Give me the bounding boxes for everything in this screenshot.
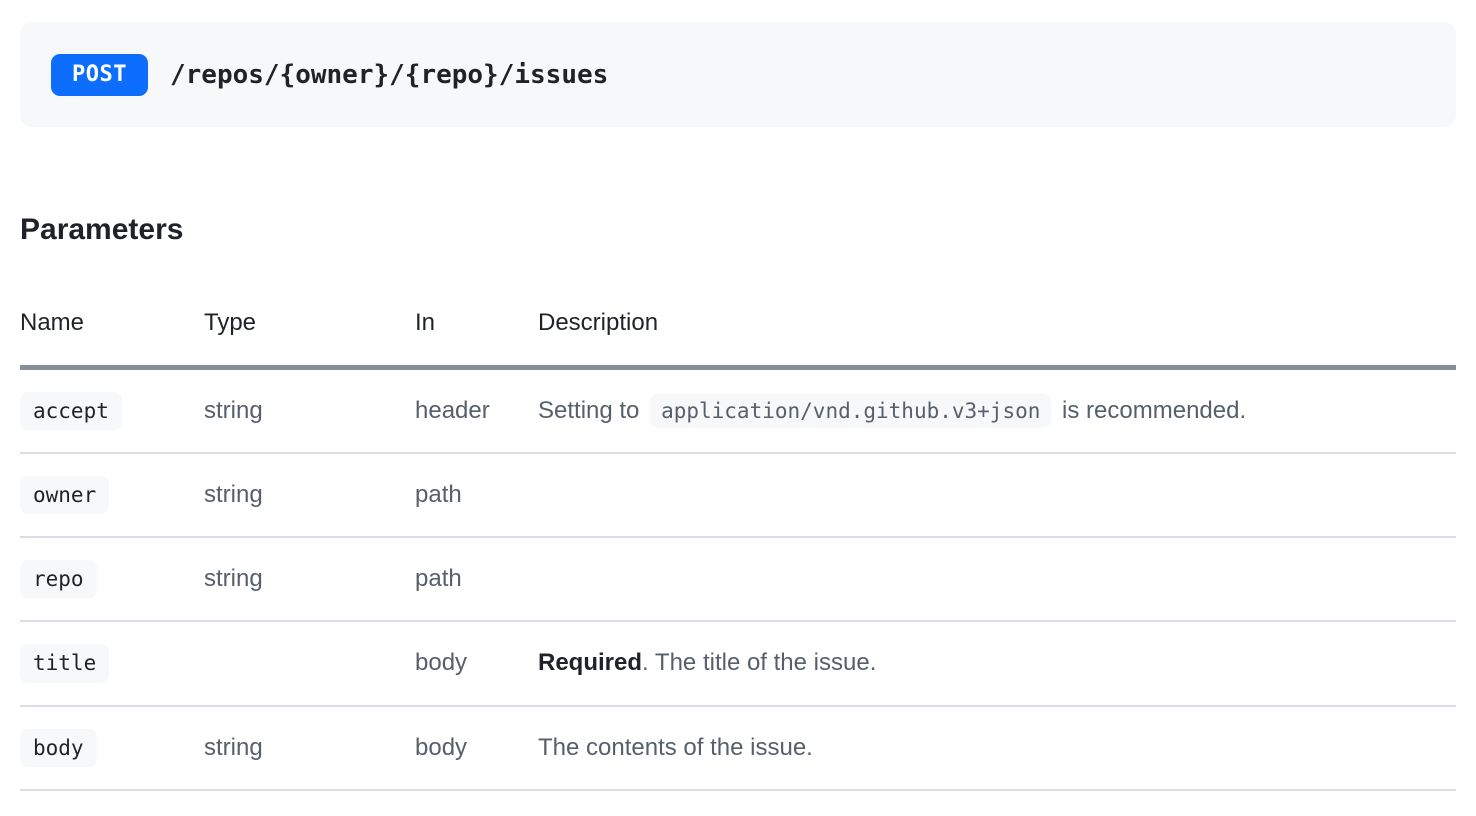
param-description-cell: The contents of the issue. (538, 705, 1456, 791)
table-row: repo string path (20, 537, 1456, 623)
param-type-cell: string (204, 537, 415, 623)
param-name-cell: repo (20, 537, 204, 623)
table-row: owner string path (20, 452, 1456, 539)
column-header-description: Description (538, 248, 1456, 370)
endpoint-path: /repos/{owner}/{repo}/issues (169, 59, 609, 90)
param-description-cell: Setting to application/vnd.github.v3+jso… (538, 367, 1456, 454)
parameters-heading: Parameters (20, 213, 184, 246)
table-row: accept string header Setting to applicat… (20, 367, 1456, 454)
param-name-chip: repo (20, 560, 97, 599)
param-in-cell: path (415, 537, 538, 623)
parameters-table: Name Type In Description accept string h… (20, 248, 1456, 791)
param-name-cell: body (20, 705, 204, 791)
parameters-table-body: accept string header Setting to applicat… (20, 367, 1456, 791)
param-name-chip: owner (20, 475, 110, 514)
param-type-cell: string (204, 705, 415, 791)
param-description-cell (538, 537, 1456, 623)
param-name-chip: title (20, 644, 110, 683)
param-name-chip: accept (20, 391, 122, 430)
param-type-cell: string (204, 452, 415, 539)
param-type-cell: string (204, 367, 415, 454)
inline-code: application/vnd.github.v3+json (650, 393, 1052, 428)
http-method-badge: POST (51, 53, 148, 96)
column-header-name: Name (20, 248, 204, 370)
table-header-row: Name Type In Description (20, 248, 1456, 370)
description-text: Setting to (538, 396, 647, 424)
description-text: is recommended. (1055, 396, 1247, 424)
column-header-in: In (415, 248, 538, 370)
param-in-cell: body (415, 705, 538, 791)
param-description-cell (538, 452, 1456, 539)
param-in-cell: path (415, 452, 538, 539)
param-description-cell: Required. The title of the issue. (538, 621, 1456, 707)
table-row: body string body The contents of the iss… (20, 705, 1456, 791)
param-name-chip: body (20, 728, 97, 767)
endpoint-header: POST /repos/{owner}/{repo}/issues (20, 22, 1456, 127)
description-text: . The title of the issue. (642, 649, 877, 677)
param-in-cell: body (415, 621, 538, 707)
param-name-cell: owner (20, 452, 204, 539)
param-in-cell: header (415, 367, 538, 454)
table-row: title body Required. The title of the is… (20, 621, 1456, 707)
required-label: Required (538, 649, 643, 677)
param-name-cell: title (20, 621, 204, 707)
parameters-table-head: Name Type In Description (20, 248, 1456, 370)
column-header-type: Type (204, 248, 415, 370)
param-name-cell: accept (20, 367, 204, 454)
param-type-cell (204, 621, 415, 707)
